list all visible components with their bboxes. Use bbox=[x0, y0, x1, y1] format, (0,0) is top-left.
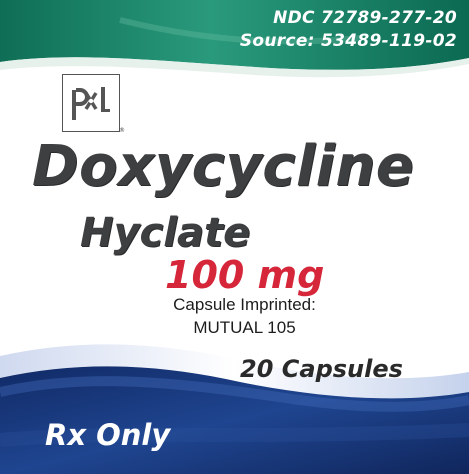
bottom-blue-band bbox=[0, 366, 469, 474]
capsule-count: 20 Capsules bbox=[240, 355, 403, 383]
top-green-band bbox=[0, 0, 469, 70]
rx-only: Rx Only bbox=[45, 418, 171, 452]
registered-mark: ® bbox=[119, 127, 125, 134]
strength: 100 mg bbox=[165, 253, 325, 297]
ndc-number: NDC 72789-277-20 bbox=[273, 8, 457, 28]
product-name: Doxycycline bbox=[32, 134, 415, 199]
source-number: Source: 53489-119-02 bbox=[239, 31, 457, 51]
salt-form: Hyclate bbox=[80, 210, 251, 256]
top-band-highlight bbox=[0, 57, 469, 78]
bottom-band-glow bbox=[0, 344, 469, 399]
imprint-label: Capsule Imprinted: bbox=[173, 295, 316, 314]
pxl-logo-icon bbox=[62, 74, 120, 132]
imprint-value: MUTUAL 105 bbox=[193, 318, 296, 337]
